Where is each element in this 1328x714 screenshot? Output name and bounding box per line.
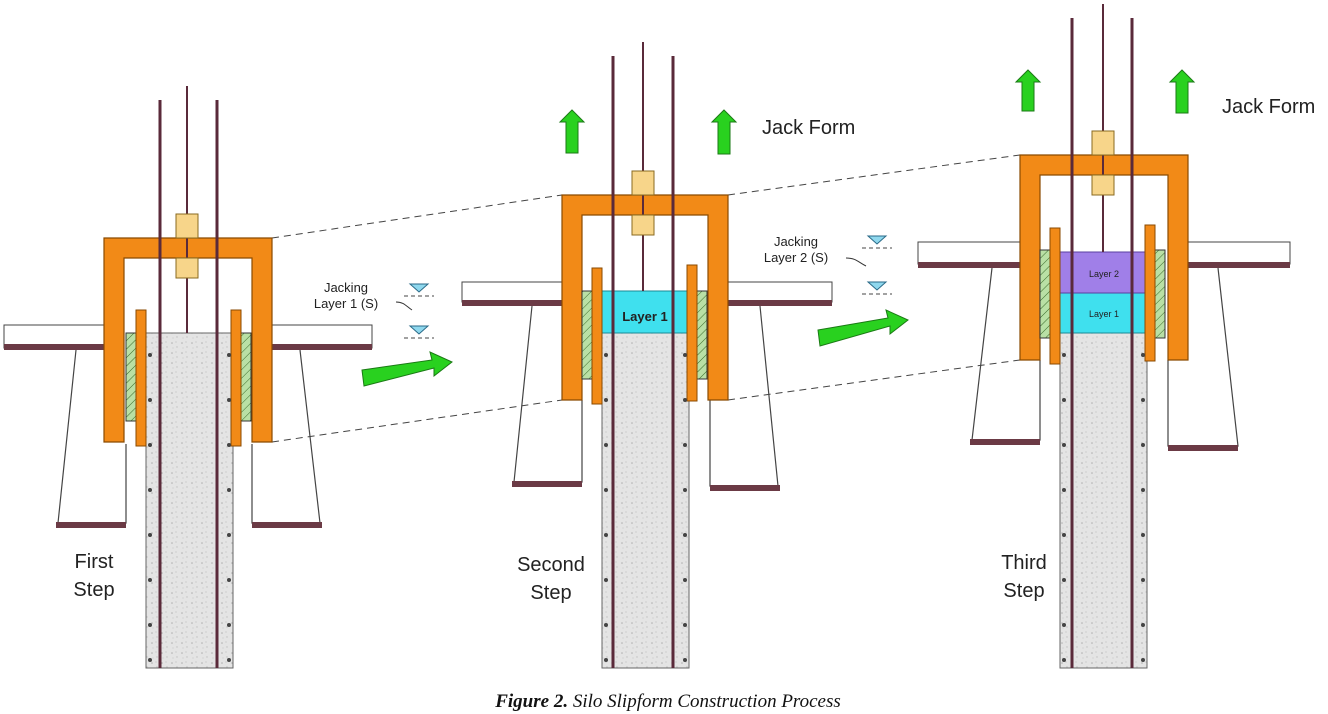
jack-lower: [1091, 174, 1115, 196]
platform-right-beam: [728, 300, 832, 306]
platform-left: [917, 241, 1021, 265]
jacking-label-1: Jacking: [324, 280, 368, 295]
platform-right: [727, 281, 833, 303]
platform-left-beam: [462, 300, 562, 306]
step-3: Layer 2 Layer 1: [917, 4, 1291, 669]
platform-right-beam: [1188, 262, 1290, 268]
step-1-title: First: [75, 551, 114, 573]
arrow-up-icon: [710, 109, 738, 155]
scaffold-left-floor: [56, 522, 126, 528]
scaffold-right-floor: [710, 485, 780, 491]
scaffold-left-floor: [512, 481, 582, 487]
step-3-title: Third: [1001, 552, 1047, 574]
wall-form-left: [581, 290, 593, 380]
jacking-label-2: Jacking: [774, 234, 818, 249]
level-marker-icon: [408, 325, 430, 335]
jack-arrows: [558, 69, 1196, 155]
platform-left-beam: [4, 344, 104, 350]
scaffold-right-floor: [252, 522, 322, 528]
level-markers: [404, 235, 892, 339]
step-2-subtitle: Step: [530, 582, 571, 604]
level-marker-icon: [408, 283, 430, 293]
step-2-title: Second: [517, 554, 585, 576]
transition-arrows: [361, 309, 909, 387]
step-2: Layer 1: [461, 42, 833, 669]
platform-right-beam: [272, 344, 372, 350]
platform-left-beam: [918, 262, 1020, 268]
arrow-right-icon: [361, 351, 453, 387]
step-1-subtitle: Step: [73, 579, 114, 601]
wall-form-left: [125, 332, 137, 422]
form-panel-right: [1144, 224, 1156, 362]
layer-1-label: Layer 1: [622, 309, 668, 324]
wall-form-left: [1039, 249, 1051, 339]
arrow-up-icon: [1168, 69, 1196, 114]
figure-caption: Figure 2. Silo Slipform Construction Pro…: [494, 691, 841, 712]
jack-lower: [175, 257, 199, 279]
layer-1-label: Layer 1: [1089, 309, 1119, 319]
jack-form-label-2: Jack Form: [1222, 96, 1315, 118]
jack-form-label: Jack Form: [762, 117, 855, 139]
figure-caption-prefix: Figure 2.: [494, 691, 568, 712]
form-panel-left: [591, 267, 603, 405]
layer-2-label: Layer 2: [1089, 269, 1119, 279]
rebar-dots: [148, 353, 231, 662]
form-yoke: [561, 194, 729, 401]
platform-right: [1187, 241, 1291, 265]
leader-line-2: [845, 257, 867, 267]
form-yoke: [103, 237, 273, 443]
form-panel-right: [230, 309, 242, 447]
figure-caption-text: Silo Slipform Construction Process: [568, 691, 841, 712]
arrow-right-icon: [817, 309, 909, 347]
layer-1-s-label: Layer 1 (S): [314, 296, 378, 311]
form-panel-left: [135, 309, 147, 447]
form-yoke: [1019, 154, 1189, 361]
step-3-subtitle: Step: [1003, 580, 1044, 602]
jack-upper: [631, 170, 655, 196]
wall-form-right: [1154, 249, 1166, 339]
arrow-up-icon: [558, 109, 586, 154]
level-marker-icon: [866, 235, 888, 245]
rebar-dots: [1062, 353, 1145, 662]
step-1: [3, 86, 373, 669]
arrow-up-icon: [1014, 69, 1042, 112]
layer-2-s-label: Layer 2 (S): [764, 250, 828, 265]
guide-lines: [271, 154, 1021, 443]
form-panel-right: [686, 264, 698, 402]
concrete-column: [601, 332, 690, 669]
platform-left: [461, 281, 563, 303]
scaffold-right-floor: [1168, 445, 1238, 451]
jack-upper: [1091, 130, 1115, 156]
scaffold-left-floor: [970, 439, 1040, 445]
leader-line-1: [395, 301, 413, 311]
jack-lower: [631, 214, 655, 236]
wall-form-right: [696, 290, 708, 380]
jack-upper: [175, 213, 199, 239]
wall-form-right: [240, 332, 252, 422]
level-marker-icon: [866, 281, 888, 291]
rebar-dots: [604, 353, 687, 662]
form-panel-left: [1049, 227, 1061, 365]
